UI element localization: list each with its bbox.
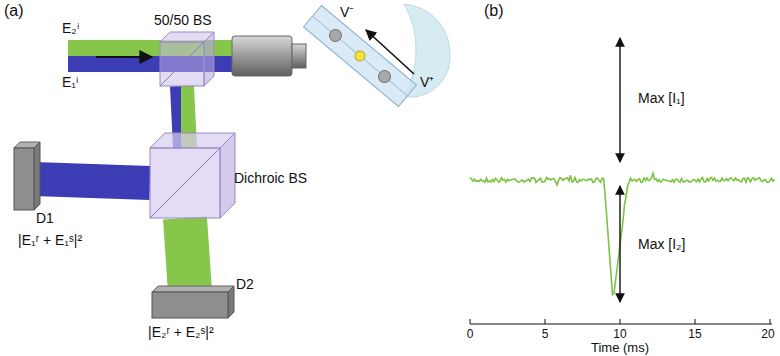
part-label: 50/50 BS [154, 12, 212, 29]
voltage-arrow [366, 30, 414, 74]
symbol-label: V⁺ [420, 74, 434, 91]
detector-plate [14, 148, 34, 210]
cube-outline [150, 148, 220, 218]
axis-ticks [470, 319, 770, 324]
objective-lens [232, 36, 292, 76]
symbol-label: E₂ⁱ [62, 20, 79, 37]
part-label: Dichroic BS [234, 170, 307, 187]
max-i1-arrow [619, 38, 620, 162]
signal-label: |E₁ʳ + E₁ˢ|² [18, 232, 82, 249]
panel-label: (b) [484, 2, 504, 19]
objective-nose [292, 44, 306, 68]
tick-label: 0 [467, 326, 474, 343]
symbol-label: V⁻ [340, 4, 354, 21]
symbol-label: E₁ⁱ [62, 74, 78, 91]
propagation-arrow [96, 56, 152, 58]
light-beam [34, 179, 150, 183]
axis-title: Time (ms) [591, 339, 649, 356]
part-label: D1 [36, 210, 54, 227]
time-axis [470, 324, 772, 325]
beam-splitter: 50/50 BS [160, 42, 204, 86]
detector: D2|E₂ʳ + E₂ˢ|² [152, 292, 228, 318]
tick-label: 15 [688, 326, 701, 343]
max-i2-arrow [619, 186, 620, 302]
signal-trace [470, 173, 775, 295]
cube-outline [160, 42, 204, 86]
panel-label: (a) [4, 2, 24, 19]
signal-label: |E₂ʳ + E₂ˢ|² [148, 324, 214, 341]
detector-plate [152, 292, 228, 318]
tick-label: 20 [761, 326, 774, 343]
detector: D1|E₁ʳ + E₁ˢ|² [14, 148, 34, 210]
dichroic-splitter: Dichroic BS [150, 148, 220, 218]
quantity-label: Max [I₁] [638, 90, 685, 107]
channel [304, 5, 417, 106]
tick-label: 5 [542, 326, 549, 343]
light-beam [185, 218, 190, 292]
part-label: D2 [236, 276, 254, 293]
quantity-label: Max [I₂] [638, 236, 685, 253]
